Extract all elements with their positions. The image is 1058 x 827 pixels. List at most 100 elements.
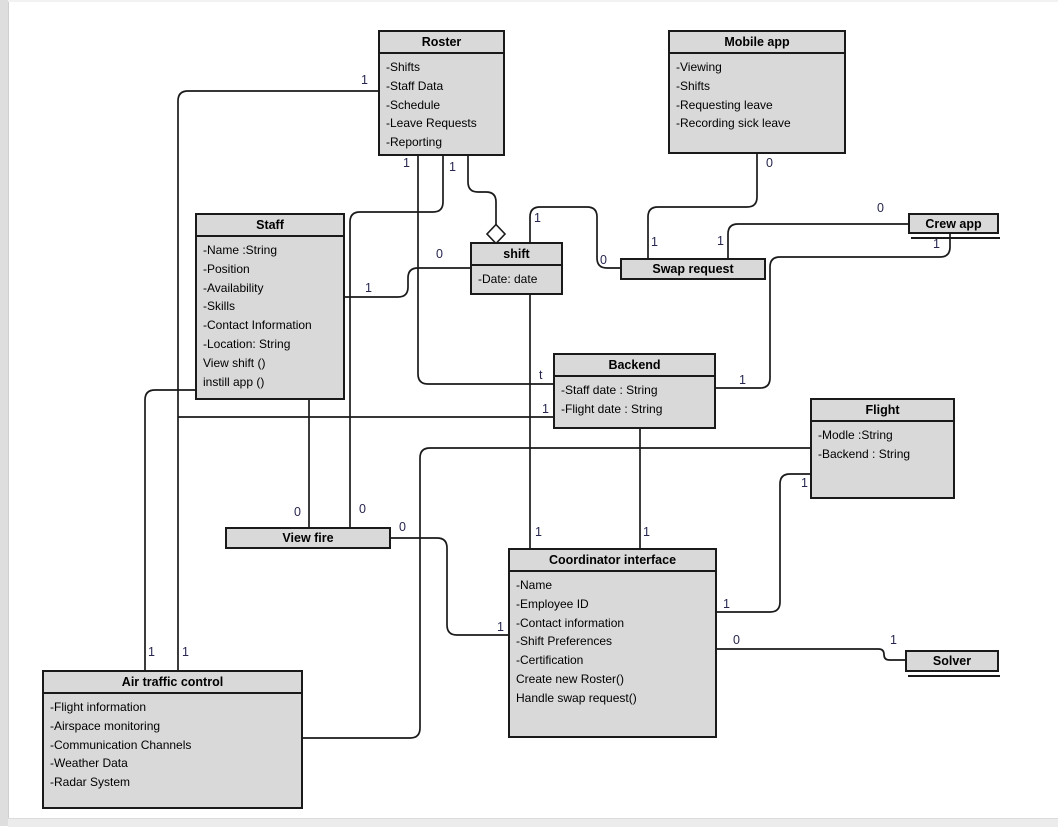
class-attribute-list: -Viewing-Shifts-Requesting leave-Recordi…: [670, 54, 844, 135]
class-roster[interactable]: Roster -Shifts -Staff Data -Schedule -Leave …: [378, 30, 505, 156]
multiplicity-label: 1: [801, 476, 808, 490]
multiplicity-label: 0: [359, 502, 366, 516]
connector-crewapp-backend[interactable]: [716, 234, 951, 389]
connector-coordinator-solver[interactable]: [717, 648, 905, 661]
multiplicity-label: 1: [890, 633, 897, 647]
class-title: Mobile app: [670, 32, 844, 54]
multiplicity-label: 1: [182, 645, 189, 659]
connector-roster-shift[interactable]: [467, 156, 497, 225]
multiplicity-label: 1: [148, 645, 155, 659]
class-attribute: -Backend : String: [818, 446, 911, 461]
class-flight[interactable]: Flight -Modle :String -Backend : String: [810, 398, 955, 499]
class-attribute-list: -Flight information-Airspace monitoring-…: [44, 694, 301, 794]
class-attribute: -Shifts: [676, 78, 711, 93]
class-title: Flight: [812, 400, 953, 422]
class-title: Backend: [555, 355, 714, 377]
class-backend[interactable]: Backend -Staff date : String -Flight date …: [553, 353, 716, 429]
multiplicity-label: 1: [723, 597, 730, 611]
multiplicity-label: 0: [294, 505, 301, 519]
multiplicity-label: 0: [877, 201, 884, 215]
class-view-fire[interactable]: View fire: [225, 527, 391, 549]
class-attribute: -Staff date : String: [561, 383, 658, 397]
multiplicity-label: 1: [933, 237, 940, 251]
multiplicity-label: 0: [399, 520, 406, 534]
class-attribute: -Communication Channels: [50, 737, 192, 752]
multiplicity-label: 1: [497, 620, 504, 634]
class-attribute: -Skills: [203, 299, 235, 314]
class-swap-request[interactable]: Swap request: [620, 258, 766, 280]
object-underline: [908, 675, 1000, 677]
page-margin-left: [0, 0, 9, 826]
object-underline: [911, 237, 1000, 239]
class-attribute: -Flight information: [50, 700, 147, 714]
class-attribute: -Radar System: [50, 775, 131, 790]
class-attribute: -Contact Information: [203, 318, 312, 333]
class-title: shift: [472, 244, 561, 266]
multiplicity-label: 1: [739, 373, 746, 387]
class-coordinator-interface[interactable]: Coordinator interface-Name-Employee ID-C…: [508, 548, 717, 738]
multiplicity-label: 1: [651, 235, 658, 249]
class-attribute: -Shifts: [386, 60, 421, 74]
class-title: Solver: [932, 654, 972, 668]
class-mobile-app[interactable]: Mobile app -Viewing -Shifts -Requesting lea…: [668, 30, 846, 154]
class-attribute: -Flight date : String: [561, 401, 663, 416]
class-attribute: -Modle :String: [818, 428, 893, 442]
class-attribute: -Leave Requests: [386, 116, 477, 131]
connector-flight-coordinator[interactable]: [717, 473, 810, 613]
class-attribute: -Location: String: [203, 336, 291, 351]
class-attribute-list: -Name :String-Position-Availability-Skil…: [197, 237, 343, 393]
class-attribute: -Employee ID: [516, 596, 589, 611]
class-attribute: Create new Roster(): [516, 671, 625, 686]
class-solver[interactable]: Solver: [905, 650, 999, 672]
class-attribute: -Position: [203, 261, 250, 276]
class-attribute: -Requesting leave: [676, 97, 773, 112]
class-air-traffic-control[interactable]: Air traffic control-Flight information-A…: [42, 670, 303, 809]
class-attribute: -Staff Data: [386, 78, 444, 93]
connector-staff-shift[interactable]: [345, 267, 470, 298]
connector-roster-backend[interactable]: [417, 156, 553, 385]
connector-swaprequest-crewapp[interactable]: [727, 223, 908, 258]
class-attribute: -Certification: [516, 653, 584, 668]
multiplicity-label: 1: [403, 156, 410, 170]
aggregation-diamond-icon: [485, 223, 507, 245]
connector-viewfire-coordinator[interactable]: [391, 537, 508, 636]
class-attribute: -Schedule: [386, 97, 441, 112]
page-margin-bottom: [8, 818, 1058, 827]
connector-roster-viewfire[interactable]: [349, 156, 444, 527]
multiplicity-label: 1: [717, 234, 724, 248]
class-attribute: -Viewing: [676, 60, 722, 74]
connector-flight-airtrafficcontrol[interactable]: [303, 447, 810, 739]
class-shift[interactable]: shift -Date: date: [470, 242, 563, 295]
multiplicity-label: 1: [361, 73, 368, 87]
class-title: Air traffic control: [44, 672, 301, 694]
class-attribute-list: -Staff date : String -Flight date : Strin…: [555, 377, 714, 421]
multiplicity-label: 0: [733, 633, 740, 647]
class-attribute-list: -Modle :String -Backend : String: [812, 422, 953, 466]
class-title: Swap request: [652, 262, 734, 276]
multiplicity-label: 1: [643, 525, 650, 539]
connector-shift-swaprequest[interactable]: [529, 206, 620, 269]
class-title: View fire: [282, 531, 334, 545]
multiplicity-label: 1: [535, 525, 542, 539]
connector-staff-airtrafficcontrol[interactable]: [144, 389, 195, 670]
multiplicity-label: 1: [542, 402, 549, 416]
class-attribute: View shift (): [203, 355, 266, 370]
class-attribute: -Availability: [203, 280, 264, 295]
page-margin-top: [8, 0, 1058, 2]
class-staff[interactable]: Staff-Name :String-Position-Availability…: [195, 213, 345, 400]
class-attribute: -Contact information: [516, 615, 625, 630]
multiplicity-label: 0: [600, 253, 607, 267]
multiplicity-label: 0: [766, 156, 773, 170]
multiplicity-label: t: [539, 368, 543, 382]
multiplicity-label: 1: [365, 281, 372, 295]
connector-roster-airtrafficcontrol[interactable]: [177, 90, 378, 670]
class-attribute-list: -Shifts -Staff Data -Schedule -Leave Reques…: [380, 54, 503, 154]
class-attribute: instill app (): [203, 374, 265, 389]
class-attribute: -Reporting: [386, 135, 443, 150]
connector-mobileapp-swaprequest[interactable]: [647, 154, 758, 258]
class-attribute: -Date: date: [478, 272, 538, 286]
class-attribute: Handle swap request(): [516, 690, 637, 705]
class-crew-app[interactable]: Crew app: [908, 213, 999, 234]
class-title: Roster: [380, 32, 503, 54]
